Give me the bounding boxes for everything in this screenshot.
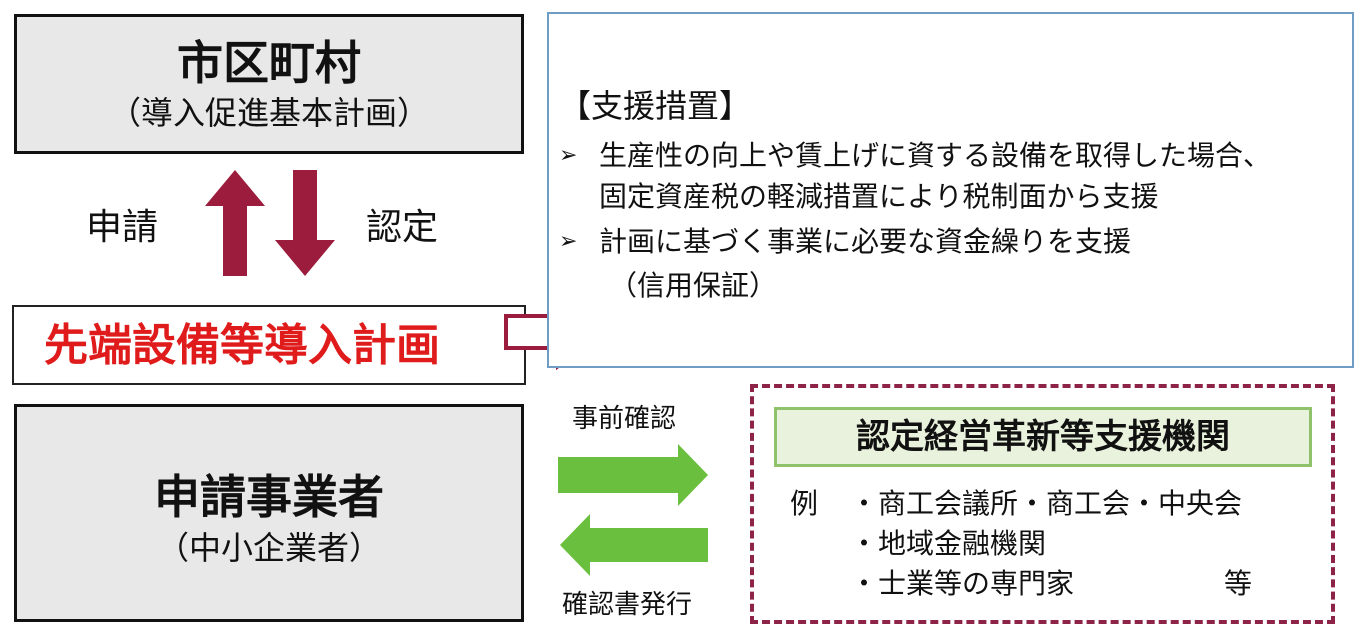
municipality-title: 市区町村 — [177, 36, 361, 90]
apply-arrow-up — [205, 170, 265, 276]
support-bullet-1-line1: 生産性の向上や賃上げに資する設備を取得した場合、 — [599, 139, 1272, 172]
support-bullet-1-line2: 固定資産税の軽減措置により税制面から支援 — [599, 180, 1159, 213]
support-bullet-2-line1: 計画に基づく事業に必要な資金繰りを支援 — [599, 225, 1132, 258]
plan-box: 先端設備等導入計画 — [12, 305, 526, 385]
issue-certificate-label: 確認書発行 — [562, 590, 693, 620]
agency-etc: 等 — [1224, 567, 1253, 600]
example-label: 例 — [790, 487, 819, 520]
apply-approve-arrows — [205, 170, 335, 276]
approve-arrow-down — [275, 170, 335, 276]
applicant-title: 申請事業者 — [154, 470, 384, 524]
pre-check-label: 事前確認 — [572, 404, 677, 434]
pre-check-arrow-right — [558, 444, 708, 506]
bullet-arrow-icon: ➢ — [559, 143, 578, 168]
support-bullet-2-line2: （信用保証） — [609, 269, 778, 302]
approve-label: 認定 — [366, 207, 439, 248]
agency-item-1: ・商工会議所・商工会・中央会 — [850, 487, 1243, 520]
support-measures-box: 【支援措置】 ➢ 生産性の向上や賃上げに資する設備を取得した場合、 固定資産税の… — [547, 12, 1354, 368]
certificate-arrow-left — [560, 514, 708, 576]
applicant-subtitle: （中小企業者） — [156, 529, 381, 567]
apply-label: 申請 — [86, 207, 159, 248]
municipality-subtitle: （導入促進基本計画） — [108, 94, 429, 132]
agency-item-2: ・地域金融機関 — [850, 527, 1047, 560]
support-agency-box: 認定経営革新等支援機関 例 ・商工会議所・商工会・中央会 ・地域金融機関 ・士業… — [750, 384, 1335, 624]
applicant-box: 申請事業者 （中小企業者） — [14, 404, 524, 622]
agency-item-3: ・士業等の専門家 — [850, 567, 1075, 600]
bullet-arrow-icon: ➢ — [559, 229, 578, 254]
support-agency-title: 認定経営革新等支援機関 — [774, 407, 1312, 467]
support-heading: 【支援措置】 — [559, 87, 752, 125]
plan-title: 先端設備等導入計画 — [44, 320, 440, 371]
exchange-arrows — [558, 444, 708, 576]
municipality-box: 市区町村 （導入促進基本計画） — [14, 14, 524, 154]
